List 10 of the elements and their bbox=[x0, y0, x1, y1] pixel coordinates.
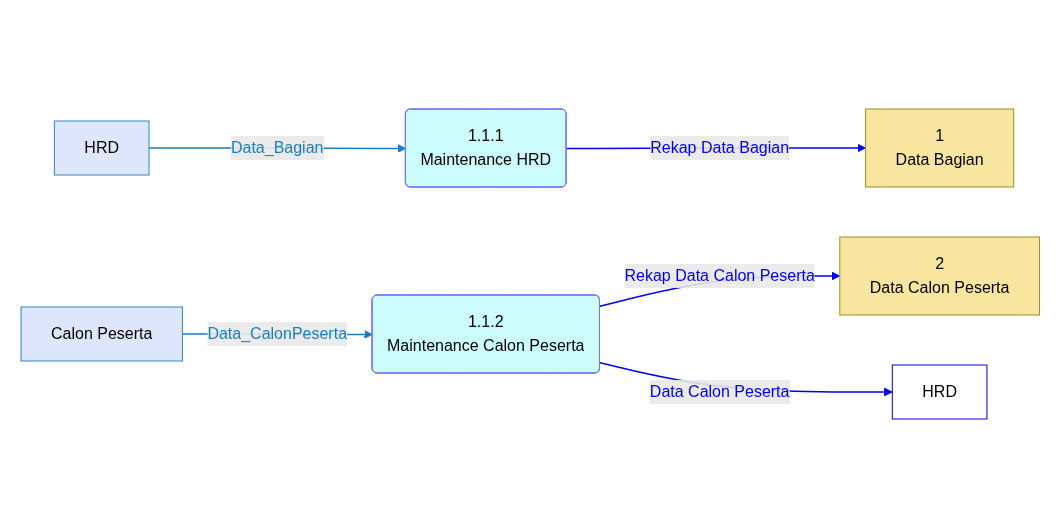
node-box: HRD bbox=[891, 364, 988, 419]
edge-label: Data_Bagian bbox=[230, 138, 324, 156]
node-box: 1 Data Bagian bbox=[864, 108, 1014, 187]
node-box: Calon Peserta bbox=[20, 306, 183, 361]
node-box: HRD bbox=[53, 120, 150, 175]
edge-label: Rekap Data Bagian bbox=[650, 138, 789, 156]
edge-label: Rekap Data Calon Peserta bbox=[624, 266, 815, 284]
edge-label: Data Calon Peserta bbox=[649, 382, 790, 400]
node-box: 2 Data Calon Peserta bbox=[839, 236, 1040, 315]
edge-label: Data_CalonPeserta bbox=[207, 324, 347, 342]
